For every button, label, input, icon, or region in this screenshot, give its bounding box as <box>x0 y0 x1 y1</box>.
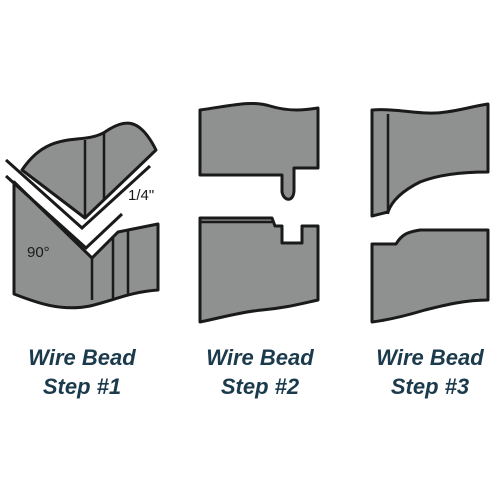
step-1-caption-step: Step #1 <box>42 374 122 399</box>
angle-label: 90° <box>27 244 50 261</box>
step-1-caption-title: Wire Bead <box>28 345 136 370</box>
step-2-upper-sheet <box>198 101 320 201</box>
step-2-caption: Wire Bead Step #2 <box>180 343 340 401</box>
step-2-illustration <box>198 101 320 324</box>
gap-label: 1/4" <box>128 187 154 204</box>
step-3-illustration <box>370 102 490 324</box>
step-2-caption-title: Wire Bead <box>206 345 314 370</box>
step-3-lower-sheet <box>370 228 490 324</box>
step-3-caption: Wire Bead Step #3 <box>350 343 500 401</box>
step-1-illustration: 90° 1/4" <box>4 121 160 310</box>
step-3-upper-sheet <box>370 102 490 218</box>
step-2-caption-step: Step #2 <box>220 374 300 399</box>
step-1-lower-bend-guide <box>4 174 124 251</box>
step-1-caption: Wire Bead Step #1 <box>2 343 162 401</box>
step-1-upper-bend-guide <box>4 158 152 231</box>
step-1-lower-sheet <box>12 180 160 310</box>
step-2-lower-sheet <box>198 216 320 324</box>
step-1-upper-sheet <box>20 121 158 220</box>
step-3-caption-title: Wire Bead <box>376 345 484 370</box>
step-3-caption-step: Step #3 <box>390 374 470 399</box>
